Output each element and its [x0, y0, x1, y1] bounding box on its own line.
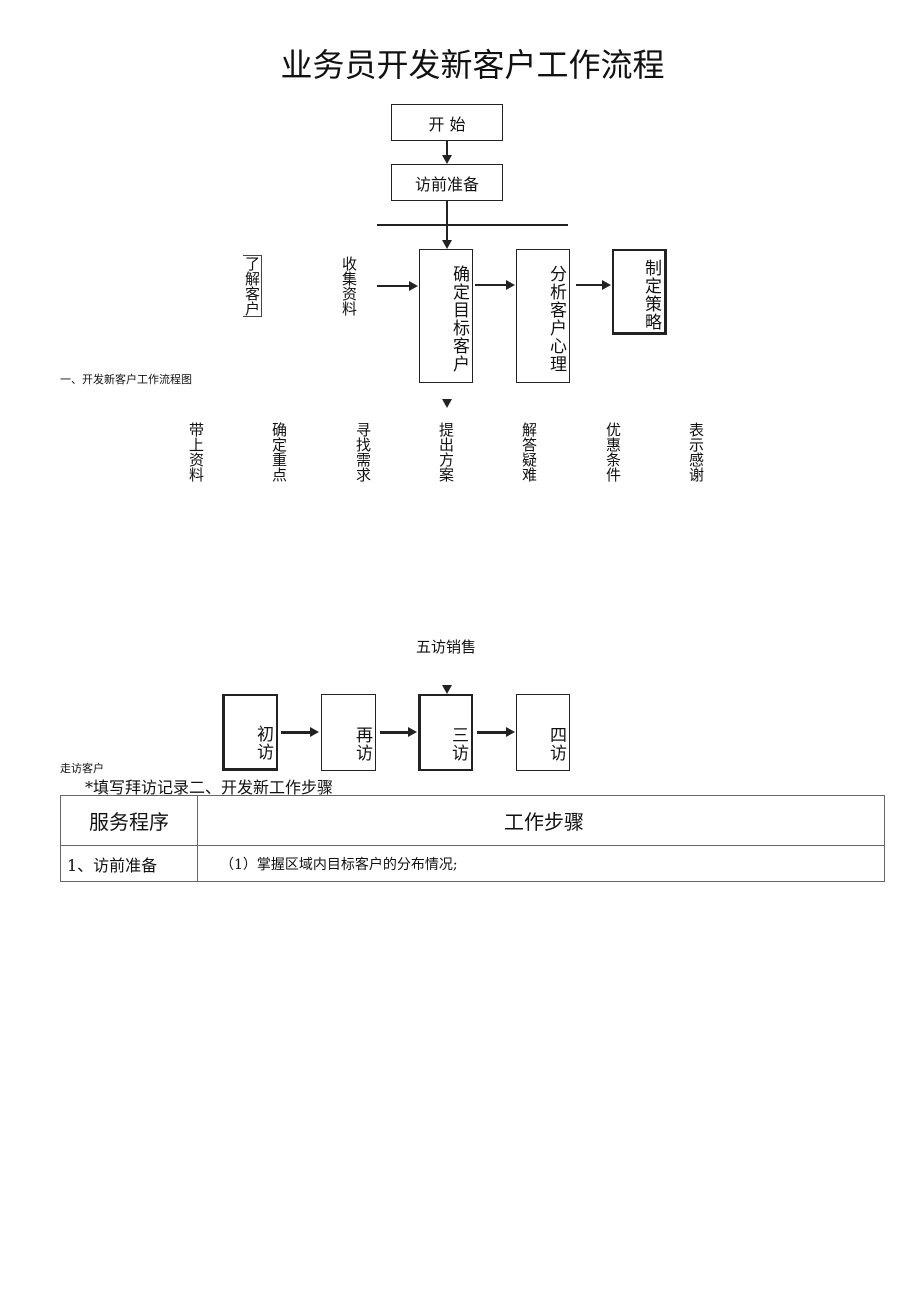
- header-cell: 工作步骤: [197, 795, 885, 846]
- arrow-right-icon: [602, 280, 611, 290]
- visit-box-2: 再访: [321, 694, 376, 771]
- strategy-box: 制定策略: [612, 249, 667, 335]
- table-cell: 1、访前准备: [60, 845, 198, 882]
- five-visits-label: 五访销售: [415, 638, 476, 656]
- prep-box: 访前准备: [391, 164, 503, 201]
- connector: [446, 201, 448, 241]
- visit-box-4: 四访: [516, 694, 570, 771]
- arrow-down-icon: [442, 240, 452, 249]
- divider-line: [377, 224, 568, 226]
- collect-info-label: 收集资料: [340, 256, 358, 316]
- arrow-right-icon: [506, 280, 515, 290]
- step-label: 寻找需求: [354, 422, 372, 482]
- visit-customer-caption: 走访客户: [60, 762, 104, 775]
- step-label: 解答疑难: [520, 422, 538, 482]
- arrow-down-icon: [442, 155, 452, 164]
- connector: [477, 731, 507, 734]
- step-label: 优惠条件: [604, 422, 622, 482]
- table-header-row: 服务程序 工作步骤: [60, 795, 885, 846]
- step-label: 带上资料: [187, 422, 205, 482]
- arrow-right-icon: [408, 727, 417, 737]
- step-label: 确定重点: [270, 422, 288, 482]
- arrow-down-icon: [442, 685, 452, 694]
- steps-table: 服务程序 工作步骤 1、访前准备 （1）掌握区域内目标客户的分布情况;: [60, 795, 885, 882]
- arrow-down-icon: [442, 399, 452, 408]
- connector: [281, 731, 311, 734]
- arrow-right-icon: [506, 727, 515, 737]
- visit-box-3: 三访: [418, 694, 473, 771]
- visit-box-1: 初访: [222, 694, 278, 771]
- connector: [576, 284, 603, 286]
- analyze-psychology-box: 分析客户心理: [516, 249, 570, 383]
- connector: [380, 731, 409, 734]
- header-cell: 服务程序: [60, 795, 198, 846]
- page-title: 业务员开发新客户工作流程: [280, 46, 665, 84]
- flowchart-caption: 一、开发新客户工作流程图: [60, 373, 192, 386]
- connector: [377, 285, 410, 287]
- connector: [446, 141, 448, 156]
- step-label: 提出方案: [437, 422, 455, 482]
- record-heading: *填写拜访记录二、开发新工作步骤: [85, 778, 334, 797]
- understand-customer-label: 了解客户: [243, 255, 262, 317]
- table-cell: （1）掌握区域内目标客户的分布情况;: [197, 845, 885, 882]
- connector: [475, 284, 507, 286]
- arrow-right-icon: [409, 281, 418, 291]
- step-label: 表示感谢: [687, 422, 705, 482]
- target-customer-box: 确定目标客户: [419, 249, 473, 383]
- start-box: 开 始: [391, 104, 503, 141]
- table-row: 1、访前准备 （1）掌握区域内目标客户的分布情况;: [60, 845, 885, 882]
- arrow-right-icon: [310, 727, 319, 737]
